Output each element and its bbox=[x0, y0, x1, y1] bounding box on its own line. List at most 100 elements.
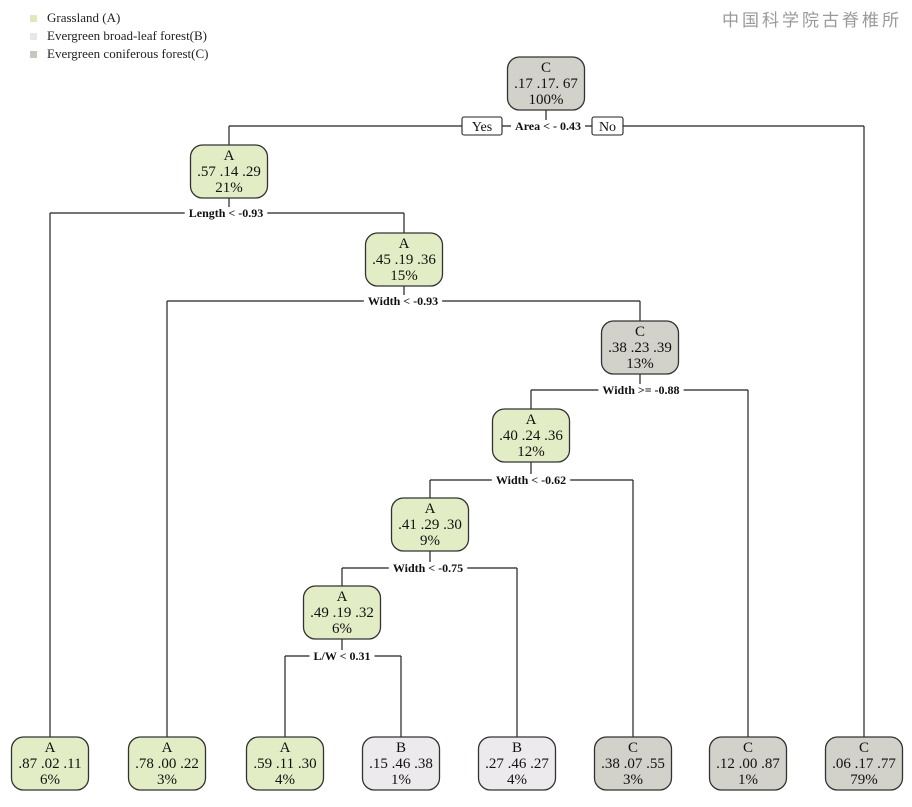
legend: Grassland (A) Evergreen broad-leaf fores… bbox=[30, 9, 208, 63]
legend-label: Evergreen coniferous forest(C) bbox=[47, 46, 209, 61]
split-node: A.49 .19 .326% bbox=[302, 585, 382, 640]
node-percentage: 3% bbox=[157, 772, 177, 788]
node-probabilities: .06 .17 .77 bbox=[832, 756, 896, 772]
node-percentage: 6% bbox=[40, 772, 60, 788]
split-label-background bbox=[491, 474, 571, 486]
split-rule-label: Width >= -0.88 bbox=[602, 383, 679, 397]
node-class-label: B bbox=[512, 740, 522, 756]
node-percentage: 3% bbox=[623, 772, 643, 788]
node-percentage: 1% bbox=[391, 772, 411, 788]
legend-swatch-broadleaf bbox=[30, 32, 37, 40]
leaf-node: B.15 .46 .381% bbox=[361, 736, 441, 791]
leaf-node: C.12 .00 .871% bbox=[708, 736, 788, 791]
node-box bbox=[491, 408, 571, 463]
node-class-label: A bbox=[399, 236, 410, 252]
legend-item-grassland: Grassland (A) bbox=[30, 9, 208, 27]
split-label-background bbox=[388, 562, 468, 574]
node-probabilities: .40 .24 .36 bbox=[499, 428, 563, 444]
watermark: 中国科学院古脊椎所 bbox=[722, 11, 902, 31]
yes-box bbox=[461, 116, 503, 136]
node-probabilities: .49 .19 .32 bbox=[310, 605, 374, 621]
node-box bbox=[477, 736, 557, 791]
node-box bbox=[593, 736, 673, 791]
node-class-label: C bbox=[859, 740, 869, 756]
node-probabilities: .12 .00 .87 bbox=[716, 756, 780, 772]
node-percentage: 6% bbox=[332, 621, 352, 637]
legend-label: Evergreen broad-leaf forest(B) bbox=[47, 28, 208, 43]
node-class-label: C bbox=[628, 740, 638, 756]
node-probabilities: .87 .02 .11 bbox=[18, 756, 81, 772]
node-percentage: 100% bbox=[529, 92, 564, 108]
node-box bbox=[824, 736, 904, 791]
node-percentage: 21% bbox=[215, 180, 243, 196]
legend-item-broadleaf: Evergreen broad-leaf forest(B) bbox=[30, 27, 208, 45]
node-probabilities: .15 .46 .38 bbox=[369, 756, 433, 772]
node-probabilities: .57 .14 .29 bbox=[197, 164, 261, 180]
split-label-background bbox=[598, 384, 684, 396]
node-box bbox=[506, 56, 586, 111]
node-class-label: A bbox=[425, 501, 436, 517]
split-label-background bbox=[511, 120, 585, 132]
node-box bbox=[189, 144, 269, 199]
node-probabilities: .59 .11 .30 bbox=[253, 756, 316, 772]
split-node: A.41 .29 .309% bbox=[390, 497, 470, 552]
node-percentage: 4% bbox=[275, 772, 295, 788]
node-class-label: C bbox=[635, 324, 645, 340]
node-class-label: A bbox=[45, 740, 56, 756]
leaf-node: C.38 .07 .553% bbox=[593, 736, 673, 791]
leaf-node: A.78 .00 .223% bbox=[127, 736, 207, 791]
legend-swatch-grassland bbox=[30, 14, 37, 22]
node-box bbox=[390, 497, 470, 552]
node-class-label: A bbox=[337, 589, 348, 605]
split-rule-label: L/W < 0.31 bbox=[314, 649, 371, 663]
node-class-label: A bbox=[280, 740, 291, 756]
node-box bbox=[10, 736, 90, 791]
node-box bbox=[361, 736, 441, 791]
node-class-label: A bbox=[224, 148, 235, 164]
node-box bbox=[127, 736, 207, 791]
node-probabilities: .17 .17. 67 bbox=[514, 76, 578, 92]
leaf-node: A.87 .02 .116% bbox=[10, 736, 90, 791]
split-n5 bbox=[341, 551, 518, 737]
node-percentage: 15% bbox=[390, 268, 418, 284]
node-probabilities: .38 .07 .55 bbox=[601, 756, 665, 772]
node-class-label: A bbox=[526, 412, 537, 428]
node-percentage: 13% bbox=[626, 356, 654, 372]
split-rule-label: Width < -0.75 bbox=[393, 561, 463, 575]
node-box bbox=[600, 320, 680, 375]
leaf-node: A.59 .11 .304% bbox=[245, 736, 325, 791]
node-probabilities: .41 .29 .30 bbox=[398, 517, 462, 533]
node-box bbox=[245, 736, 325, 791]
legend-swatch-coniferous bbox=[30, 50, 37, 58]
node-class-label: A bbox=[162, 740, 173, 756]
node-box bbox=[364, 232, 444, 287]
branch-no-label: No bbox=[591, 116, 624, 136]
node-box bbox=[302, 585, 382, 640]
split-rule-label: Length < -0.93 bbox=[189, 206, 264, 220]
split-rule-label: Width < -0.62 bbox=[496, 473, 566, 487]
node-class-label: C bbox=[743, 740, 753, 756]
node-percentage: 79% bbox=[850, 772, 878, 788]
node-percentage: 12% bbox=[517, 444, 545, 460]
branch-yes-label: Yes bbox=[461, 116, 503, 136]
node-percentage: 9% bbox=[420, 533, 440, 549]
node-class-label: C bbox=[541, 60, 551, 76]
node-box bbox=[708, 736, 788, 791]
legend-item-coniferous: Evergreen coniferous forest(C) bbox=[30, 45, 208, 63]
leaf-node: B.27 .46 .274% bbox=[477, 736, 557, 791]
node-class-label: B bbox=[396, 740, 406, 756]
split-label-background bbox=[184, 207, 268, 219]
node-probabilities: .78 .00 .22 bbox=[135, 756, 199, 772]
split-rule-label: Width < -0.93 bbox=[368, 294, 438, 308]
split-label-background bbox=[309, 650, 375, 662]
split-rule-label: Area < - 0.43 bbox=[515, 119, 581, 133]
node-percentage: 4% bbox=[507, 772, 527, 788]
node-percentage: 1% bbox=[738, 772, 758, 788]
